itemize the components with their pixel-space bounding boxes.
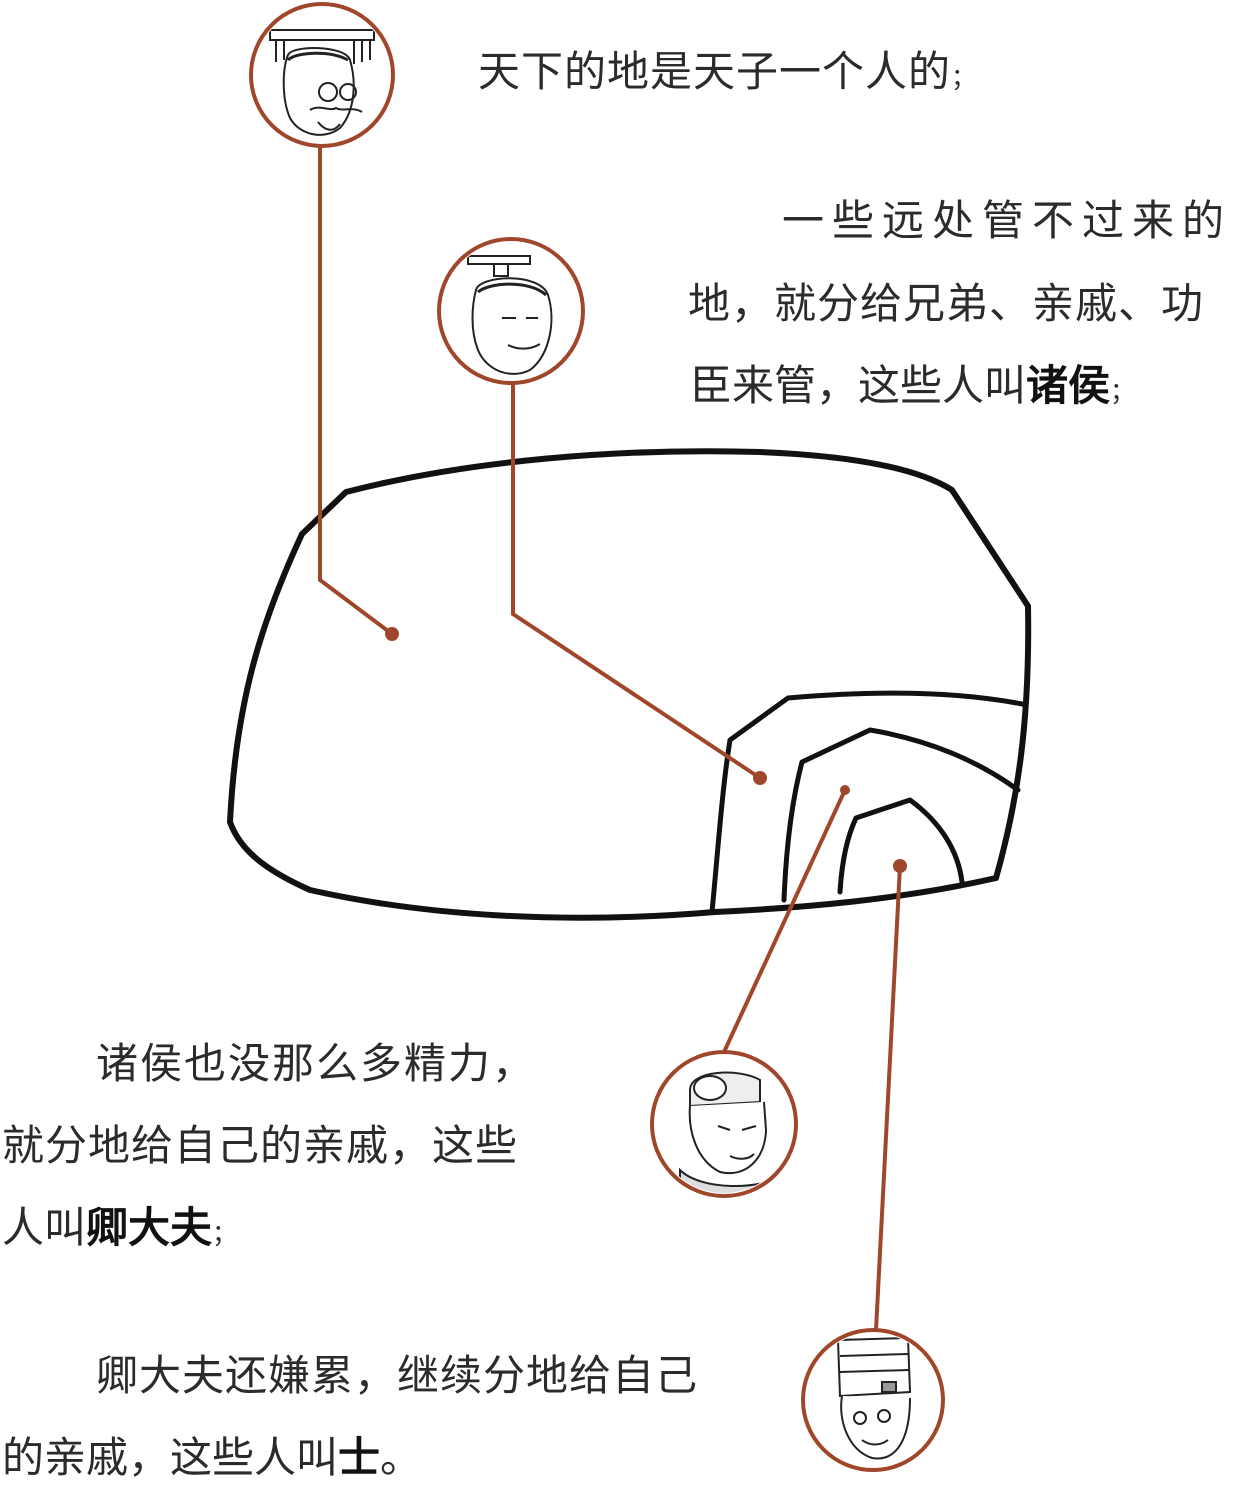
ministers-term: 卿大夫 [86, 1203, 213, 1252]
ministers-caption-line-3-text: 人叫 [2, 1203, 87, 1252]
minister-portrait-icon [650, 1050, 798, 1198]
lords-caption-line-3-text: 臣来管，这些人叫 [690, 361, 1027, 410]
land-noble-region [709, 690, 1025, 915]
lords-caption-line-1: 一些远处管不过来的 [782, 196, 1233, 245]
leader-dots [385, 627, 907, 873]
ministers-punct: ； [212, 1219, 238, 1248]
ministers-caption-line-3: 人叫卿大夫； [2, 1194, 237, 1255]
scholars-caption-line-1: 卿大夫还嫌累，继续分地给自己 [96, 1351, 699, 1400]
scholar-leader-line [874, 865, 902, 1331]
scholars-punct: 。 [380, 1433, 423, 1482]
lord-dot [753, 771, 767, 785]
emperor-dot [385, 627, 399, 641]
emperor-leader-line [318, 145, 394, 636]
lords-caption-line-2: 地，就分给兄弟、亲戚、功 [688, 279, 1205, 328]
land-outer-region [227, 448, 1032, 921]
emperor-caption: 天下的地是天子一个人的； [478, 38, 977, 99]
lord-portrait-icon [437, 237, 585, 385]
land-scholar-region [837, 797, 965, 895]
leader-lines [318, 145, 902, 1331]
land-minister-region [781, 727, 1021, 903]
minister-leader-line [722, 789, 847, 1053]
lords-caption-line-3: 臣来管，这些人叫诸侯； [690, 352, 1135, 413]
scholars-term: 士 [338, 1433, 381, 1482]
land-map [227, 448, 1032, 921]
lords-term: 诸侯 [1026, 361, 1111, 410]
lord-leader-line [511, 382, 762, 780]
ministers-caption-line-1: 诸侯也没那么多精力， [96, 1039, 537, 1088]
scholar-dot [893, 859, 907, 873]
lords-punct: ； [1110, 377, 1136, 406]
emperor-caption-text: 天下的地是天子一个人的 [478, 47, 952, 96]
minister-dot [840, 785, 850, 795]
emperor-caption-punct: ； [951, 63, 978, 92]
ministers-caption-line-2: 就分地给自己的亲戚，这些 [2, 1121, 519, 1170]
scholars-caption-line-2-text: 的亲戚，这些人叫 [2, 1433, 339, 1482]
scholars-caption-line-2: 的亲戚，这些人叫士。 [2, 1424, 422, 1485]
emperor-portrait-icon [249, 2, 395, 148]
scholar-portrait-icon [801, 1328, 945, 1472]
